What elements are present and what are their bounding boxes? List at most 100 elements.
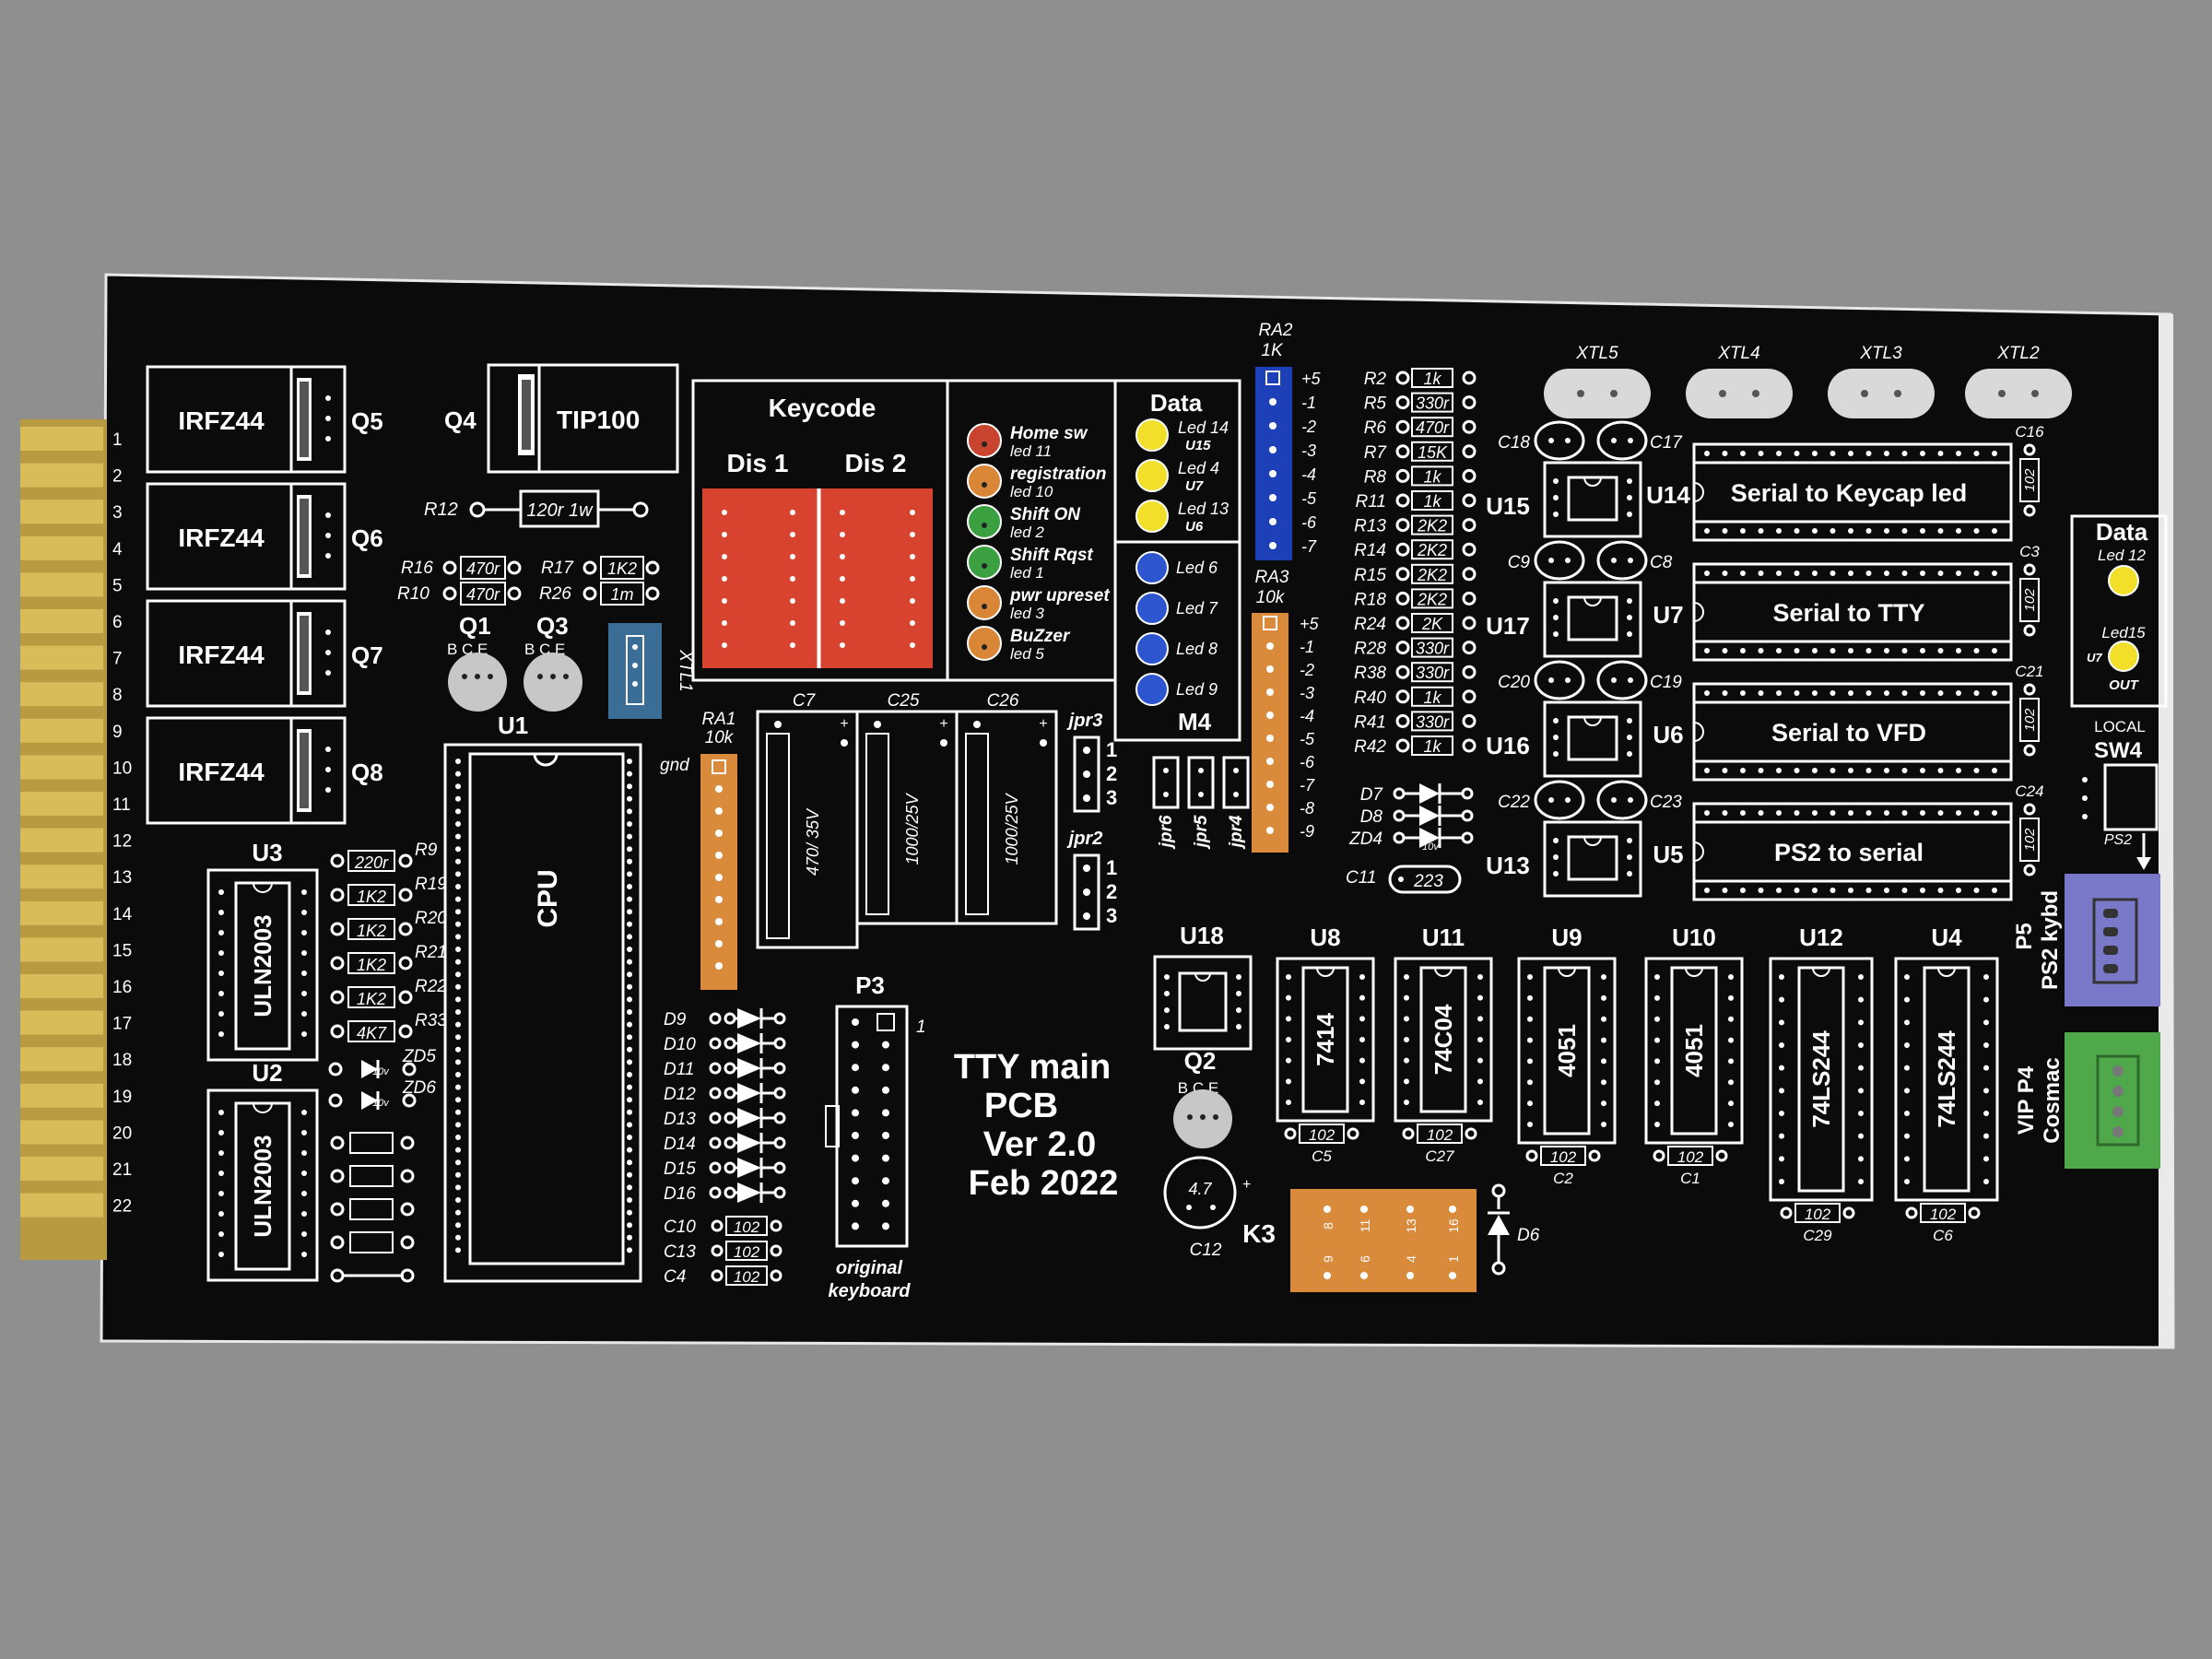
serial-chip-pin [1794,768,1800,773]
serial-chip-pin [1794,690,1800,696]
ic-pin [1904,1088,1910,1094]
cpu-pin [455,1184,461,1191]
uln-pin [301,930,307,935]
display-pin [790,554,795,559]
cpu-pin [627,783,632,790]
data-led-blue [1135,592,1169,625]
ic-pin [1728,1079,1734,1086]
status-led [967,464,1002,499]
resistor-body [1411,539,1453,560]
cpu-pin [627,1109,632,1115]
resistor-value: 330r [1416,394,1450,413]
ic-pin [1404,1078,1409,1085]
resistor-ref: R18 [1354,590,1386,609]
r17-ref: R17 [541,559,574,578]
edge-pin-number: 16 [112,978,132,997]
resistor-body [1411,637,1453,658]
status-led-number: led 5 [1010,645,1044,663]
bigcap-ref: C26 [987,691,1019,711]
opto-socket [1543,581,1642,658]
cap-ref: C13 [664,1242,696,1262]
pad [773,1087,786,1100]
sip-pin [1266,642,1274,650]
mosfet-pin [325,767,331,772]
serial-chip-pin [1920,528,1925,534]
side-cap-body [2019,818,2040,862]
ic-pin [1654,1037,1660,1043]
jumper-pin [1083,747,1090,754]
serial-chip-pin [1865,690,1872,696]
edge-pin-number: 12 [112,832,132,852]
ic-pin [1779,1156,1784,1162]
display-pin [910,598,915,604]
title-line-3: Ver 2.0 [983,1125,1097,1164]
r12-resistor: R12 120r 1w [424,489,649,528]
mosfet-tab [289,599,347,708]
pad [1462,713,1477,728]
serial-chip-pin [1848,768,1853,773]
pad [1402,1127,1415,1140]
c12-plus: + [1242,1177,1251,1193]
serial-chip-pin [1830,810,1836,816]
opto-cap [1596,660,1648,700]
edge-finger [20,609,103,633]
ic-pin [1404,1100,1409,1105]
bigcap-pin [940,739,947,747]
xtl1-label: XTL1 [676,649,695,691]
bigcap-stripe [965,733,989,915]
serial-chip-pin [1937,690,1944,696]
ic-cap-value: 102 [1309,1126,1335,1144]
ic-pin [1286,994,1291,1001]
sw4-switch: LOCAL SW4 PS2 [2082,718,2159,870]
sip-pin [1269,446,1277,453]
cpu-pin [627,934,632,940]
cpu-pin [455,921,461,927]
opto-pin [1553,598,1559,604]
crystal-pin [1752,390,1759,397]
serial-chip-pin [1740,571,1746,576]
ic-part-label: 74LS244 [1933,1030,1960,1128]
serial-chip-pin [1830,528,1836,534]
pad [330,922,345,936]
crystal-pin [1577,390,1584,397]
p3-pin [882,1154,889,1162]
pad [709,1186,722,1199]
side-cap-ref: C16 [2015,423,2044,441]
small-jumper-ref: jpr4 [1227,815,1246,850]
ic-cap-ref: C6 [1933,1227,1953,1244]
p3-pin [852,1177,859,1185]
edge-finger [20,974,103,998]
ic-pin [1654,1122,1660,1127]
cpu-pin [455,1135,461,1140]
cpu-pin [455,833,461,840]
serial-chip-pin [1992,571,1997,576]
ra3-sip: RA3 10k +5-1-2-3-4-5-6-7-8-9 [1252,568,1320,853]
opto-pin [1553,495,1559,500]
opto-cap-pin [1548,558,1554,563]
status-led-number: led 11 [1010,442,1052,460]
serial-chip-body [1692,700,2013,763]
opto-pin [1627,871,1632,877]
sip-pin [715,830,723,837]
ic-cap-value: 102 [1427,1126,1453,1144]
sip-pin-square [1265,371,1280,385]
status-led [967,585,1002,620]
q1-ref: Q1 [459,612,491,640]
pad [330,1024,345,1039]
ic-socket [1276,957,1375,1123]
side-cap-body [2019,698,2040,742]
serial-chip-pin [1740,768,1746,773]
serial-chip-pin [1776,571,1782,576]
uln-pin [301,971,307,976]
status-led-name: Shift ON [1010,505,1081,524]
ic-notch [1558,967,1576,977]
zd5-ref: ZD5 [402,1047,436,1066]
serial-chip-pin [1973,528,1980,534]
mosfet-tab [289,716,347,825]
d6-diode: D6 [1488,1183,1540,1276]
cap-ref: C10 [664,1218,696,1237]
cpu-pin [455,858,461,865]
status-led-pin [982,441,987,447]
pad [398,888,413,902]
